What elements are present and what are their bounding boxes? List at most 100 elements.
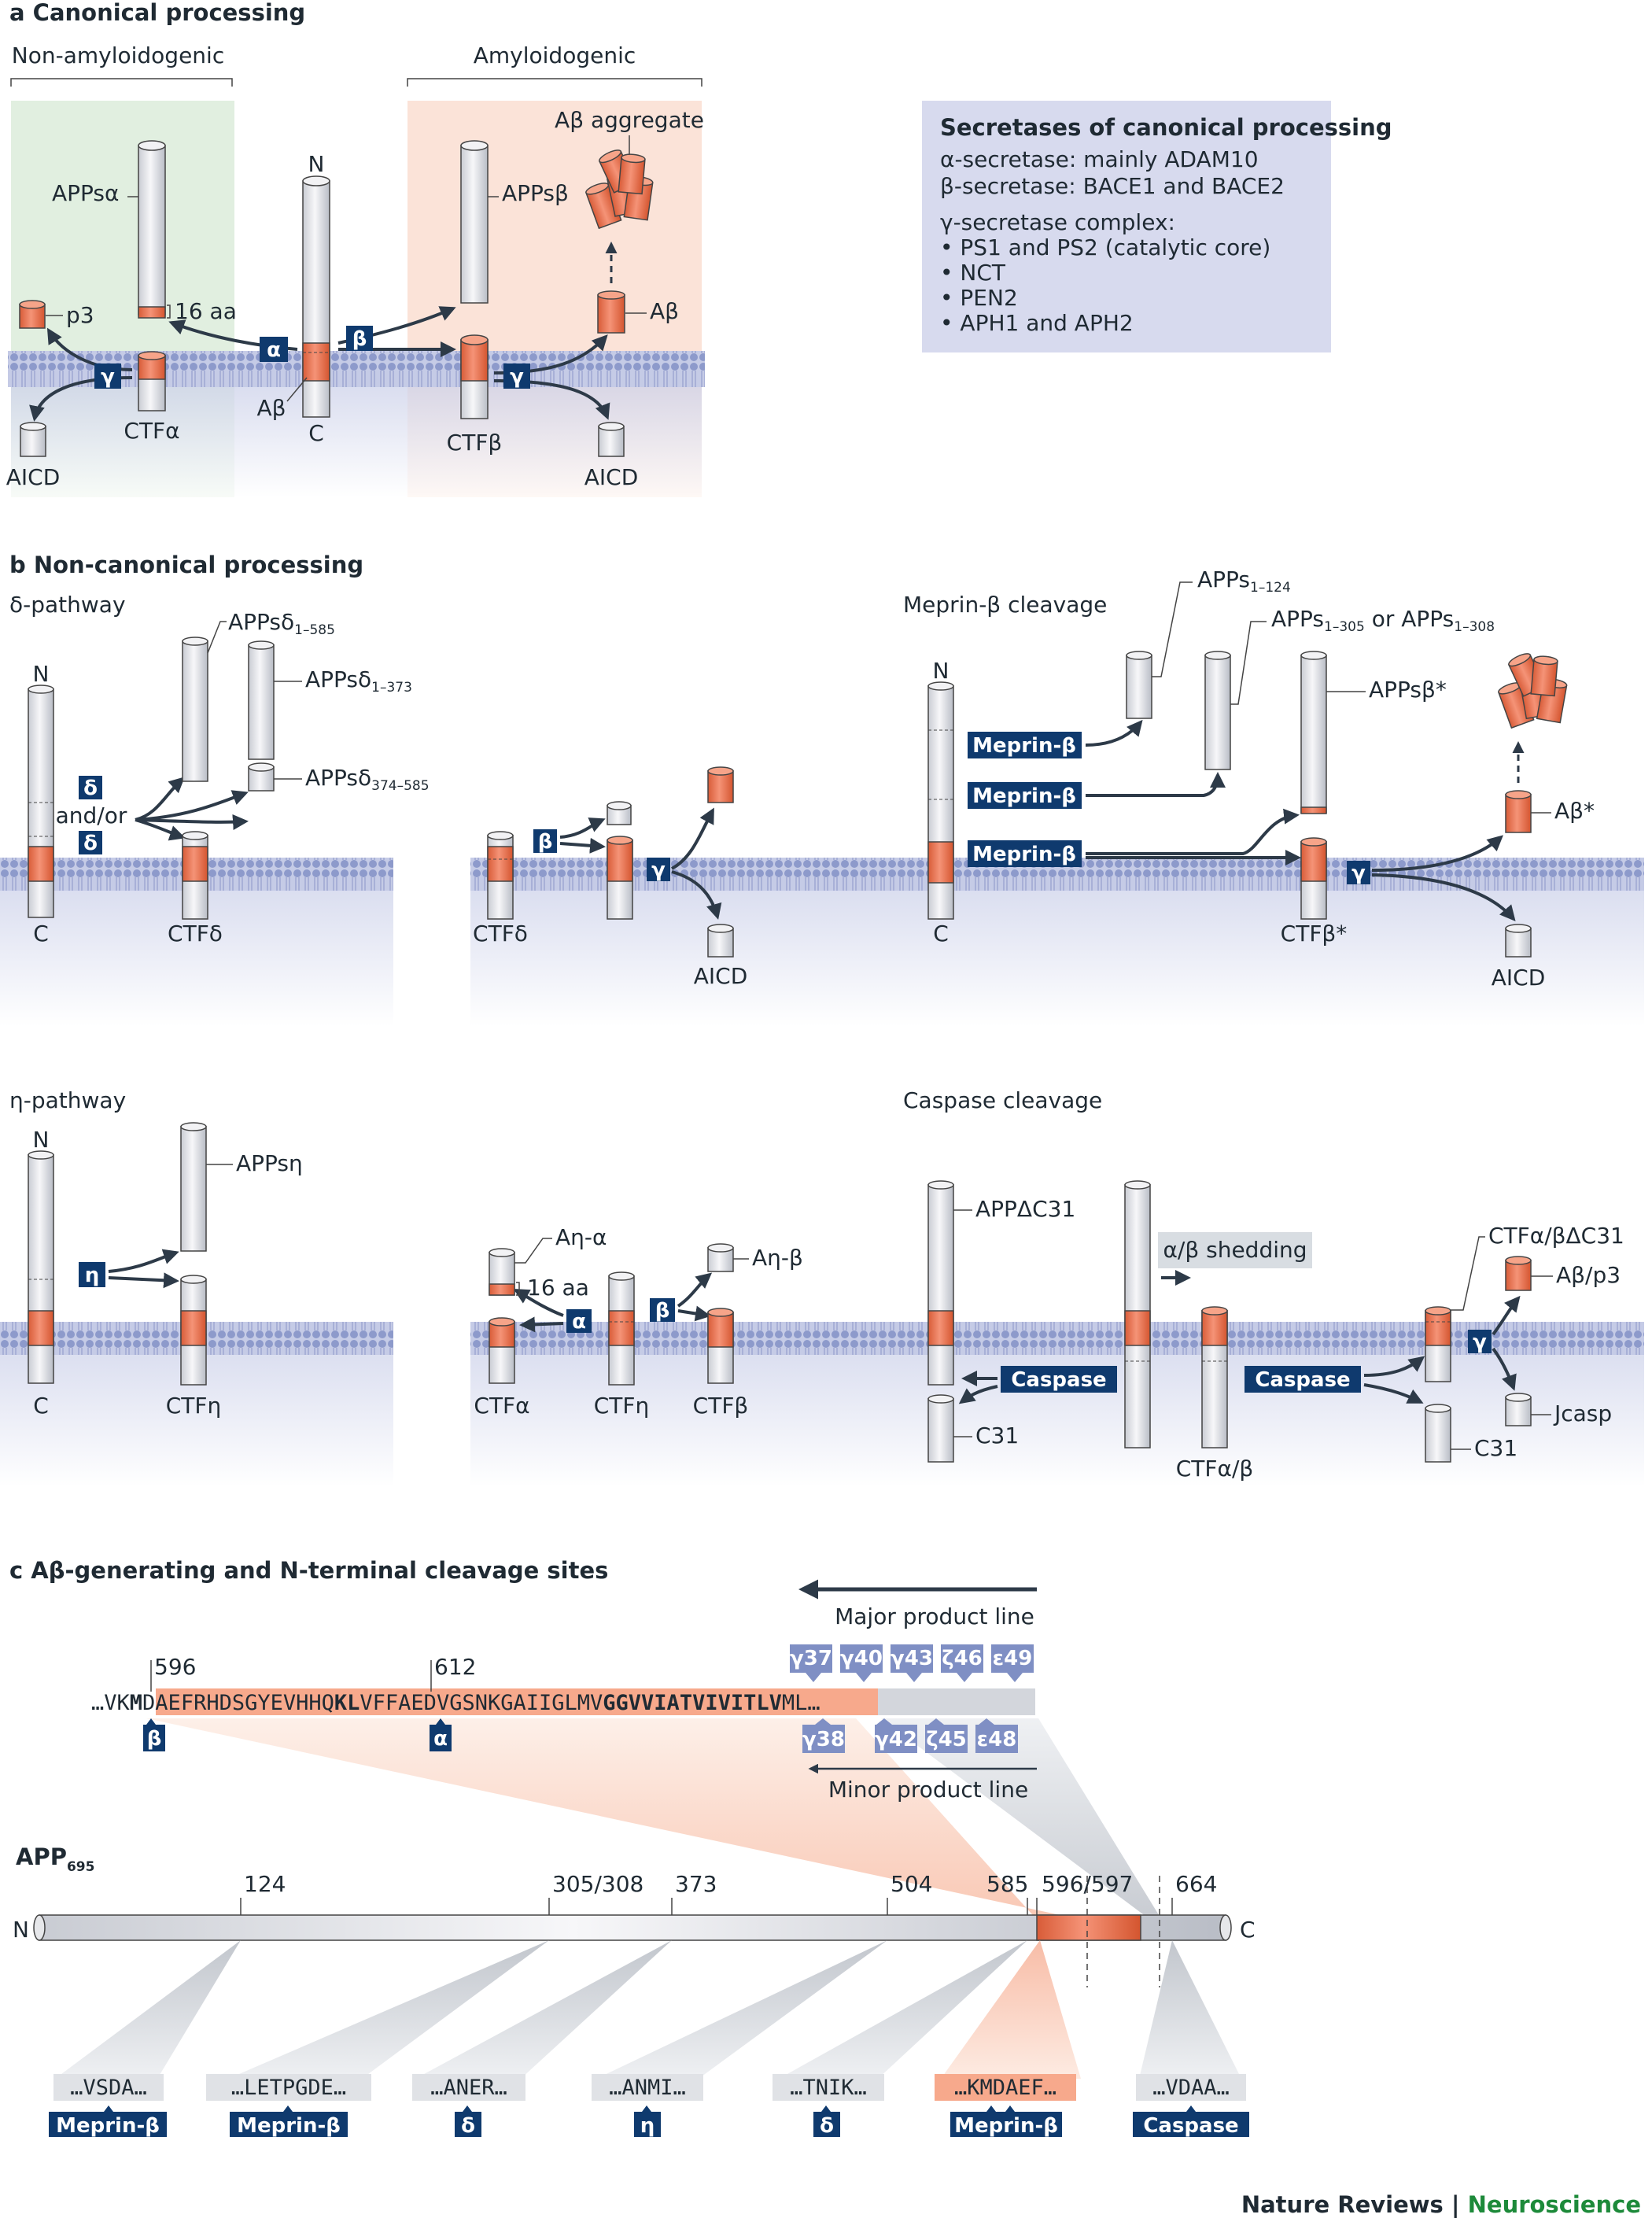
pos-612-label: 612 [434, 1654, 476, 1680]
alpha-secretase-tag-a: α [260, 337, 288, 362]
beta-site-tag: β [143, 1718, 165, 1751]
ctf-alpha-label-a: CTFα [124, 418, 179, 444]
non-amyloidogenic-bracket [10, 78, 233, 87]
panel-c: c Aβ-generating and N-terminal cleavage … [9, 1557, 1256, 2138]
app695-n-label: N [13, 1917, 29, 1943]
svg-text:Meprin-β: Meprin-β [972, 843, 1076, 866]
sequence-line: …VKMDAEFRHDSGYEVHHQKLVFFAEDVGSNKGAIIGLMV… [91, 1691, 820, 1715]
site-enzyme: Meprin-β [954, 2114, 1058, 2138]
ctf-alpha-beta-delta-c31-label: CTFα/βΔC31 [1488, 1223, 1624, 1249]
svg-text:N: N [933, 658, 950, 684]
svg-text:Caspase: Caspase [1255, 1368, 1350, 1392]
caspase-tag-left: Caspase [1001, 1366, 1117, 1393]
cleavage-site: …VDAA… Caspase [1133, 2074, 1249, 2138]
alpha-site-tag: α [430, 1718, 452, 1751]
apps-delta-1-585-label: APPsδ1–585 [228, 609, 335, 638]
secretases-line: • NCT [940, 260, 1006, 286]
svg-text:β: β [655, 1299, 670, 1323]
p3-label: p3 [66, 302, 94, 328]
caspase-tag-right: Caspase [1245, 1366, 1361, 1393]
site-sequence: …TNIK… [790, 2076, 867, 2100]
position-label: 124 [244, 1871, 286, 1897]
svg-text:Meprin-β: Meprin-β [972, 784, 1076, 808]
alpha-tag-eta: α [566, 1309, 592, 1334]
non-amyloidogenic-label: Non-amyloidogenic [12, 42, 224, 68]
gamma-tag-meprin: γ [1347, 861, 1370, 885]
svg-text:ζ46: ζ46 [942, 1647, 983, 1670]
svg-text:γ37: γ37 [790, 1647, 832, 1670]
site-enzyme: δ [820, 2114, 834, 2138]
svg-text:γ40: γ40 [840, 1647, 883, 1670]
abeta-aggregate-label: Aβ aggregate [555, 107, 704, 133]
pos-596-label: 596 [154, 1654, 196, 1680]
gamma-tag-caspase: γ [1468, 1330, 1492, 1354]
caspase-cleavage: Caspase cleavage APPΔC31 C31 Caspase α/β… [903, 1087, 1624, 1482]
a-eta-beta-label: Aη-β [752, 1245, 803, 1271]
panel-b-title: b Non-canonical processing [9, 552, 363, 578]
aicd-left [20, 422, 46, 457]
svg-text:γ: γ [101, 365, 115, 389]
abeta-star-label: Aβ* [1554, 798, 1595, 824]
svg-text:N: N [33, 1127, 50, 1153]
beta-tag-eta: β [650, 1298, 675, 1323]
c31-label-right: C31 [1474, 1435, 1517, 1461]
minor-product-line-label: Minor product line [828, 1777, 1028, 1803]
apps-delta-1-373-label: APPsδ1–373 [305, 666, 412, 696]
jcasp-label: Jcasp [1553, 1401, 1612, 1426]
site-enzyme: Meprin-β [56, 2114, 160, 2138]
secretases-line: • PS1 and PS2 (catalytic core) [940, 234, 1270, 260]
panel-c-title: c Aβ-generating and N-terminal cleavage … [9, 1557, 608, 1584]
ctf-alpha-a [138, 351, 166, 411]
svg-text:α: α [572, 1310, 586, 1334]
gamma38-site-tag: γ38 [802, 1718, 845, 1753]
app-full-a [302, 175, 330, 418]
zeta46-site-tag: ζ46 [941, 1644, 983, 1682]
minor-site-tags: γ38 γ42 ζ45 ε48 [802, 1718, 1018, 1753]
svg-text:α: α [433, 1727, 448, 1751]
aicd-label-left: AICD [6, 464, 61, 490]
app695-bar [33, 1914, 1232, 1941]
secretases-line: • APH1 and APH2 [940, 310, 1134, 336]
site-enzyme: η [640, 2114, 655, 2138]
apps-eta-label: APPsη [236, 1150, 303, 1176]
n-label-a: N [308, 151, 325, 177]
svg-text:CTFδ: CTFδ [473, 921, 528, 947]
svg-text:β: β [147, 1727, 162, 1751]
svg-text:γ: γ [651, 858, 666, 882]
abeta-p3-label: Aβ/p3 [1556, 1262, 1621, 1288]
epsilon49-site-tag: ε49 [991, 1644, 1034, 1682]
svg-text:δ: δ [83, 777, 98, 800]
site-enzyme: Caspase [1143, 2114, 1238, 2138]
c31-label-left: C31 [975, 1423, 1019, 1448]
apps-alpha [138, 140, 166, 319]
svg-text:CTFβ: CTFβ [693, 1393, 749, 1419]
svg-text:δ: δ [83, 832, 98, 855]
svg-text:C: C [933, 921, 949, 947]
svg-text:CTFβ*: CTFβ* [1281, 921, 1348, 947]
abeta-monomer [597, 290, 625, 334]
svg-text:C: C [33, 1393, 49, 1419]
eta-pathway: η-pathway N C η APPsη CTFη CTFη α [9, 1087, 803, 1419]
and-or-label: and/or [56, 803, 127, 828]
c-label-a: C [308, 420, 324, 446]
amyloidogenic-bracket [407, 78, 702, 87]
position-label: 585 [986, 1871, 1028, 1897]
gamma40-site-tag: γ40 [840, 1644, 883, 1682]
a-eta-alpha-label: Aη-α [555, 1224, 607, 1250]
svg-text:β: β [538, 830, 553, 854]
apps-beta-star-label: APPsβ* [1369, 677, 1447, 703]
svg-text:C: C [33, 921, 49, 947]
major-site-tags: γ37 γ40 γ43 ζ46 ε49 [790, 1644, 1034, 1682]
svg-text:ε49: ε49 [993, 1647, 1033, 1670]
beta-tag-b: β [533, 829, 557, 854]
apps-1-305-label: APPs1–305 or APPs1–308 [1271, 606, 1495, 635]
site-sequence: …ANER… [430, 2076, 507, 2100]
panel-a-title: a Canonical processing [9, 0, 305, 26]
major-product-line-label: Major product line [835, 1603, 1034, 1629]
apps-beta [460, 140, 489, 304]
svg-text:Caspase: Caspase [1011, 1368, 1106, 1392]
apps-delta-374-585-label: APPsδ374–585 [305, 765, 430, 794]
eta-tag: η [79, 1262, 105, 1287]
gamma42-site-tag: γ42 [875, 1718, 917, 1753]
